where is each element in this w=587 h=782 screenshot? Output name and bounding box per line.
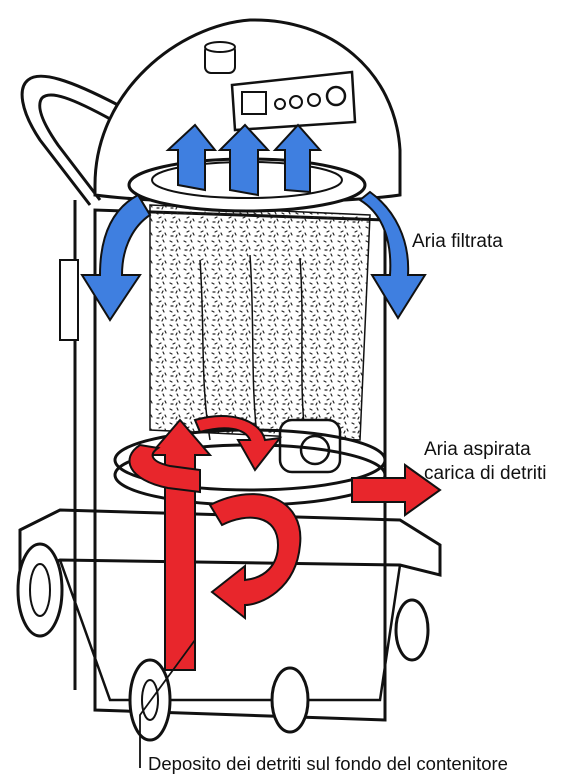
filtered-air-label: Aria filtrata [412,230,503,254]
debris-deposit-label: Deposito dei detriti sul fondo del conte… [148,752,508,776]
filter-bag [150,205,370,445]
intake-air-label-line1: Aria aspirata [424,438,531,462]
wheel-icon [272,668,308,732]
wheel-icon [18,544,62,636]
wheel-icon [396,600,428,660]
intake-air-label-line2: carica di detriti [424,462,547,486]
